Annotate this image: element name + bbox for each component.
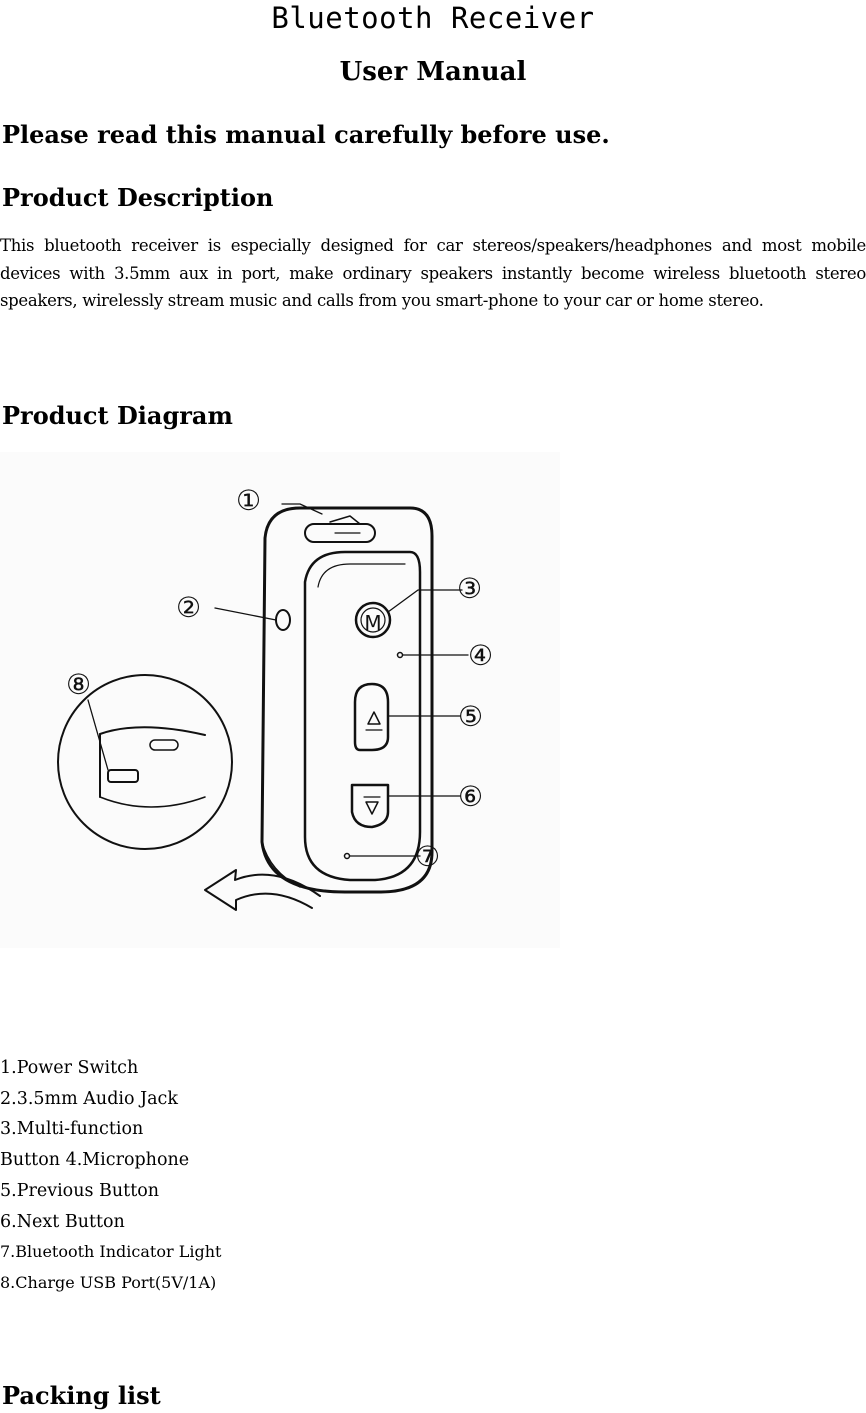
section-heading-packing-list: Packing list bbox=[2, 1381, 161, 1410]
indicator-light bbox=[343, 852, 351, 860]
section-heading-diagram: Product Diagram bbox=[2, 401, 233, 430]
usb-port bbox=[107, 769, 139, 783]
multi-function-label: M bbox=[364, 611, 381, 635]
document-subtitle: User Manual bbox=[339, 57, 527, 87]
product-description-text: This bluetooth receiver is especially de… bbox=[0, 236, 866, 310]
list-item: 8.Charge USB Port(5V/1A) bbox=[0, 1272, 217, 1292]
list-item: 6.Next Button bbox=[0, 1211, 125, 1232]
usb-port-magnifier bbox=[57, 674, 233, 850]
list-item: 1.Power Switch bbox=[0, 1058, 139, 1078]
callout-6: ⑥ bbox=[458, 780, 483, 813]
callout-2: ② bbox=[176, 591, 201, 624]
audio-jack bbox=[275, 609, 291, 631]
read-notice: Please read this manual carefully before… bbox=[2, 120, 610, 149]
callout-4: ④ bbox=[468, 639, 493, 672]
document-title: Bluetooth Receiver bbox=[271, 1, 595, 35]
callout-8: ⑧ bbox=[66, 668, 91, 701]
list-item: 2.3.5mm Audio Jack bbox=[0, 1088, 178, 1109]
callout-7: ⑦ bbox=[415, 840, 440, 873]
list-item: 3.Multi-function bbox=[0, 1119, 144, 1140]
callout-5: ⑤ bbox=[458, 700, 483, 733]
list-item: 5.Previous Button bbox=[0, 1180, 160, 1201]
product-diagram: M ① ② ③ ④ ⑤ ⑥ ⑦ ⑧ bbox=[0, 452, 560, 948]
list-item: 7.Bluetooth Indicator Light bbox=[0, 1242, 222, 1262]
power-switch bbox=[304, 523, 376, 543]
device-front-panel bbox=[303, 550, 422, 882]
list-item: Button 4.Microphone bbox=[0, 1150, 190, 1171]
callout-3: ③ bbox=[457, 572, 482, 605]
section-heading-description: Product Description bbox=[2, 183, 274, 212]
callout-1: ① bbox=[236, 484, 261, 517]
next-button bbox=[350, 783, 390, 829]
parts-list: 1.Power Switch 2.3.5mm Audio Jack 3.Mult… bbox=[0, 1053, 221, 1299]
device-body bbox=[260, 506, 434, 894]
previous-button bbox=[353, 682, 390, 752]
rotate-arrow bbox=[204, 869, 321, 911]
microphone-hole bbox=[396, 651, 404, 659]
multi-function-button bbox=[354, 601, 392, 639]
